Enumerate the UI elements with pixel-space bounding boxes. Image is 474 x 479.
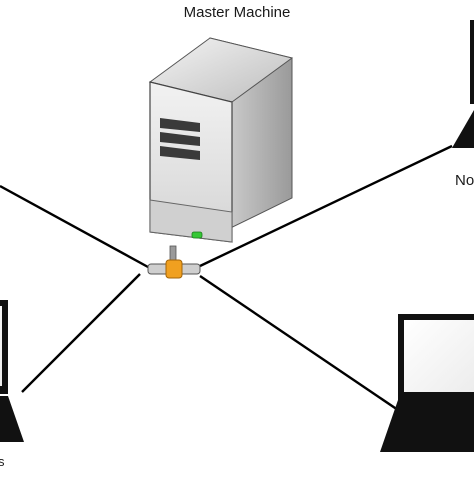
- server-icon: [148, 37, 294, 243]
- right-node-label: No: [455, 172, 474, 189]
- status-led-icon: [191, 231, 203, 239]
- link-left-bottom: [21, 273, 141, 393]
- left-node-label: s: [0, 454, 5, 469]
- connection-lines: [0, 144, 453, 411]
- link-right-top: [199, 144, 453, 268]
- master-machine-label: Master Machine: [183, 4, 291, 21]
- link-left-top: [0, 184, 149, 269]
- laptop-right-top-icon: [452, 20, 474, 148]
- laptop-left-icon: [0, 300, 24, 442]
- network-connector-icon: [147, 245, 201, 279]
- link-right-bottom: [199, 275, 399, 411]
- laptop-right-bottom-icon: [380, 314, 474, 452]
